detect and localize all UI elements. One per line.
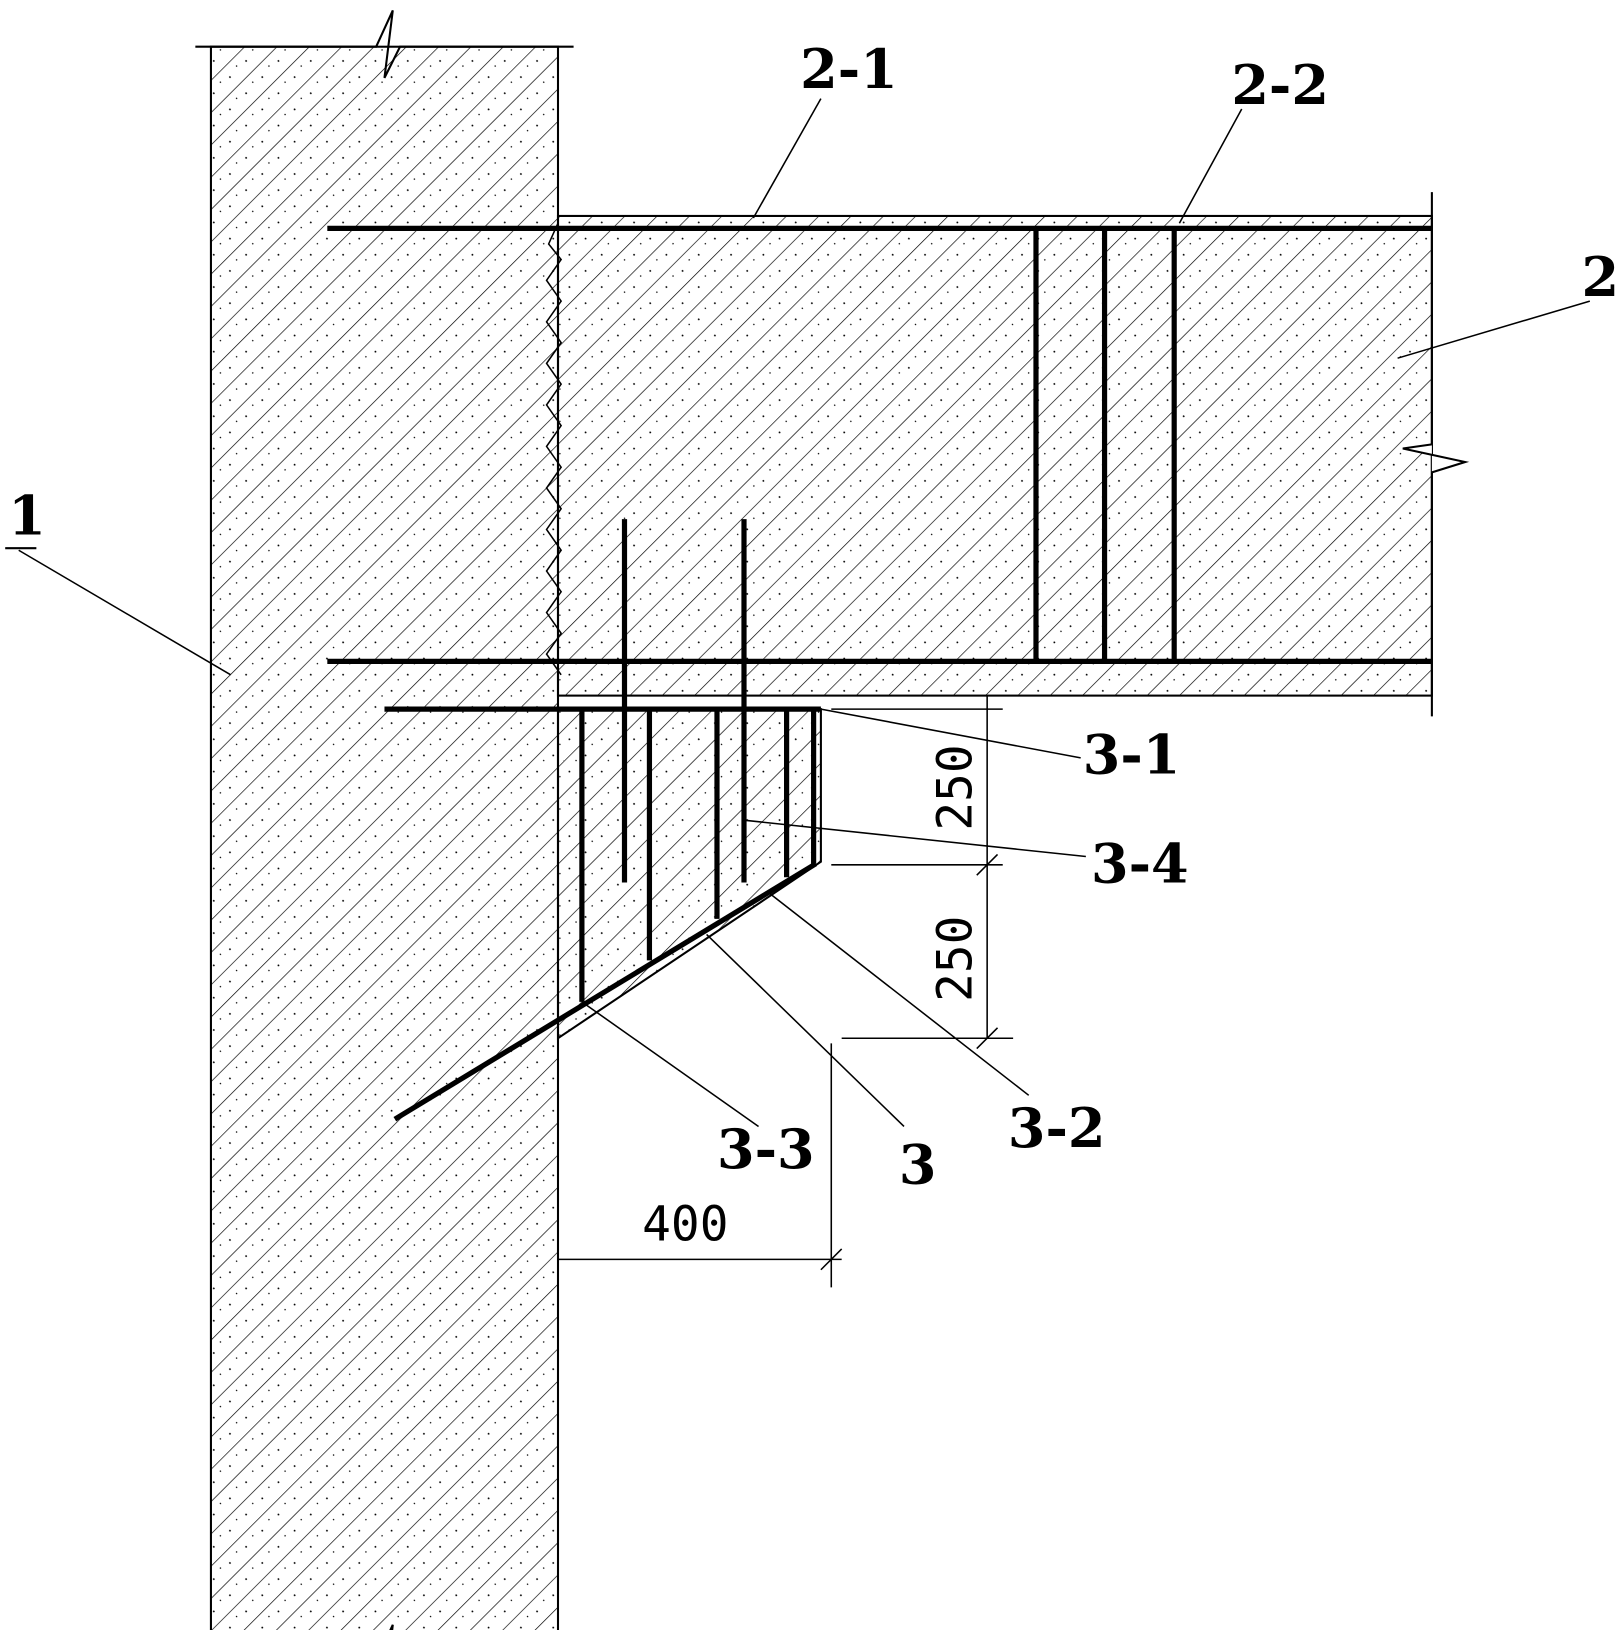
wall — [195, 10, 573, 1630]
label-slab-top-rebar: 2-1 — [800, 37, 898, 101]
dimension-upper-height: 250 — [929, 744, 984, 830]
label-haunch-top-rebar: 3-1 — [1083, 722, 1181, 786]
dimension-width: 400 — [642, 1198, 728, 1253]
label-wall: 1 — [8, 484, 46, 548]
label-haunch-anchor-rebar: 3-3 — [717, 1117, 815, 1181]
label-haunch: 3 — [899, 1133, 937, 1197]
label-slab: 2 — [1582, 245, 1620, 309]
label-haunch-vertical-rebar: 3-4 — [1091, 832, 1189, 896]
dimension-lower-height: 250 — [929, 916, 984, 1002]
label-slab-stirrup: 2-2 — [1231, 53, 1329, 117]
label-haunch-slope-rebar: 3-2 — [1008, 1096, 1106, 1160]
